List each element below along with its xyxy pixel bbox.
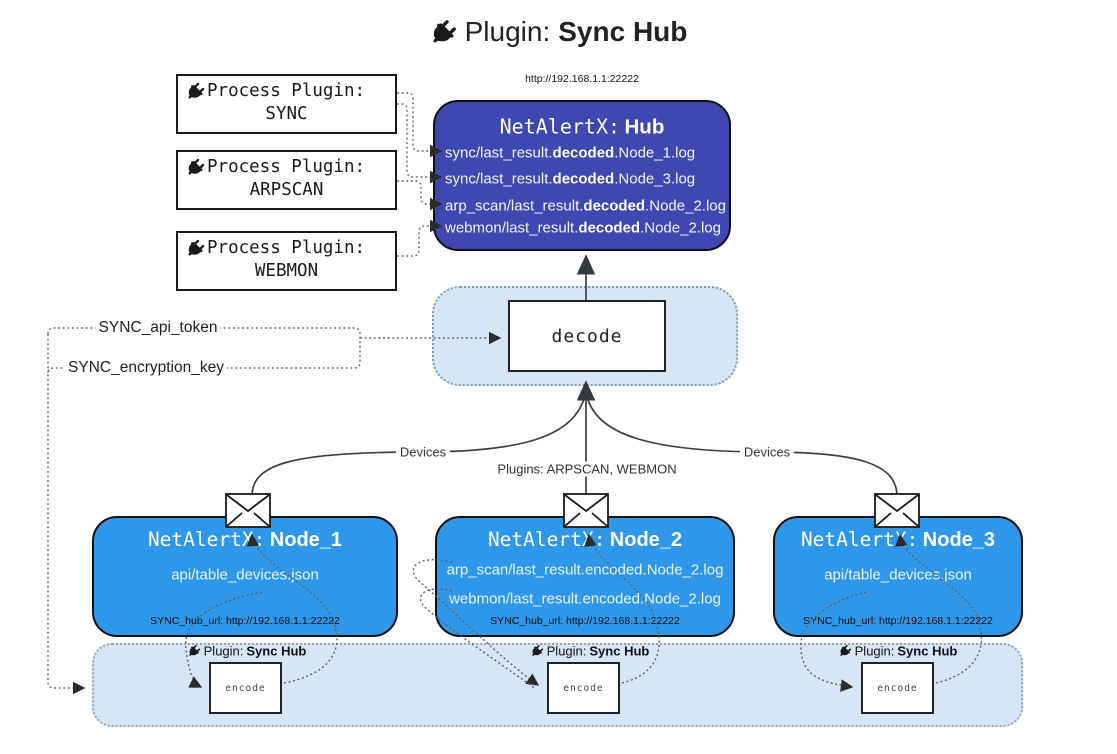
process-plugin-box-webmon: Process Plugin: WEBMON	[176, 231, 397, 291]
process-plugin-name: WEBMON	[254, 261, 319, 281]
encode-plugin-label: Plugin: Sync Hub	[531, 644, 649, 659]
process-plugin-label: Process Plugin:	[207, 238, 366, 258]
sync-encryption-key-label: SYNC_encryption_key	[65, 359, 227, 377]
decode-box: decode	[508, 300, 666, 372]
devices-label-right: Devices	[739, 444, 795, 460]
devices-label-left: Devices	[395, 444, 451, 460]
plug-icon	[186, 158, 205, 177]
plug-icon	[186, 82, 205, 101]
encode-plugin-label: Plugin: Sync Hub	[188, 644, 306, 659]
node-title: NetAlertX: Node_3	[800, 528, 996, 551]
node-hub-url: SYNC_hub_url: http://192.168.1.1:22222	[490, 615, 680, 627]
plugins-label-middle: Plugins: ARPSCAN, WEBMON	[493, 461, 681, 477]
process-plugin-name: SYNC	[265, 104, 308, 124]
encode-box: encode	[547, 662, 620, 714]
plug-icon	[186, 239, 205, 258]
plug-icon	[430, 19, 457, 46]
hub-log-line: sync/last_result.decoded.Node_3.log	[445, 170, 696, 188]
node-3-box: NetAlertX: Node_3 api/table_devices.json…	[773, 516, 1023, 637]
node-title: NetAlertX: Node_1	[147, 528, 343, 551]
process-plugin-label: Process Plugin:	[207, 157, 366, 177]
hub-url-label: http://192.168.1.1:22222	[525, 73, 639, 85]
encode-box: encode	[209, 662, 282, 714]
node-hub-url: SYNC_hub_url: http://192.168.1.1:22222	[803, 615, 993, 627]
plug-icon	[839, 645, 852, 658]
encode-plugin-label: Plugin: Sync Hub	[839, 644, 957, 659]
page-title-name: Sync Hub	[558, 16, 688, 47]
process-plugin-label: Process Plugin:	[207, 81, 366, 101]
hub-log-line: sync/last_result.decoded.Node_1.log	[445, 144, 696, 162]
process-plugin-name: ARPSCAN	[249, 180, 324, 200]
hub-box: NetAlertX: Hub sync/last_result.decoded.…	[433, 100, 731, 251]
plug-icon	[188, 645, 201, 658]
node-1-box: NetAlertX: Node_1 api/table_devices.json…	[92, 516, 398, 637]
node-title: NetAlertX: Node_2	[487, 528, 683, 551]
plug-icon	[531, 645, 544, 658]
hub-log-line: webmon/last_result.decoded.Node_2.log	[445, 219, 721, 237]
page-title-prefix: Plugin:	[464, 16, 551, 47]
node-hub-url: SYNC_hub_url: http://192.168.1.1:22222	[150, 615, 340, 627]
process-plugin-box-arpscan: Process Plugin: ARPSCAN	[176, 150, 397, 210]
node-file-line: api/table_devices.json	[171, 566, 319, 584]
process-plugin-box-sync: Process Plugin: SYNC	[176, 74, 397, 134]
page-title: Plugin: Sync Hub	[0, 16, 1117, 48]
node-2-box: NetAlertX: Node_2 arp_scan/last_result.e…	[435, 516, 735, 637]
sync-api-token-label: SYNC_api_token	[95, 319, 221, 337]
node-file-line: webmon/last_result.encoded.Node_2.log	[449, 590, 721, 608]
node-file-line: api/table_devices.json	[824, 566, 972, 584]
encode-box: encode	[861, 662, 934, 714]
node-file-line: arp_scan/last_result.encoded.Node_2.log	[446, 561, 724, 579]
hub-log-line: arp_scan/last_result.decoded.Node_2.log	[445, 197, 726, 215]
hub-title: NetAlertX: Hub	[499, 114, 665, 139]
